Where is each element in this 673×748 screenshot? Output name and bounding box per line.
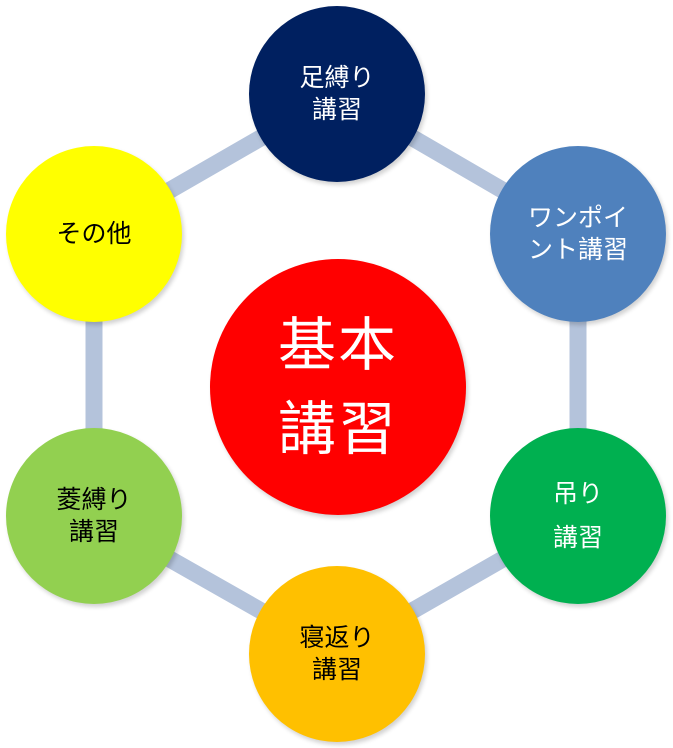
node-label: ワンポイ ント講習 bbox=[527, 202, 628, 265]
node-leg-tie-course: 足縛り 講習 bbox=[249, 6, 425, 182]
center-node-label: 基本 講習 bbox=[277, 310, 398, 463]
node-label: その他 bbox=[56, 218, 132, 248]
node-label: 菱縛り 講習 bbox=[56, 484, 132, 547]
node-label: 足縛り 講習 bbox=[299, 62, 375, 125]
center-node-basic-course: 基本 講習 bbox=[210, 259, 466, 515]
node-diamond-tie-course: 菱縛り 講習 bbox=[6, 428, 182, 604]
node-suspension-course: 吊り 講習 bbox=[490, 428, 666, 604]
node-label: 吊り 講習 bbox=[552, 479, 603, 552]
node-rolling-course: 寝返り 講習 bbox=[249, 566, 425, 742]
node-label: 寝返り 講習 bbox=[299, 622, 375, 685]
node-other: その他 bbox=[6, 146, 182, 322]
node-one-point-course: ワンポイ ント講習 bbox=[490, 146, 666, 322]
